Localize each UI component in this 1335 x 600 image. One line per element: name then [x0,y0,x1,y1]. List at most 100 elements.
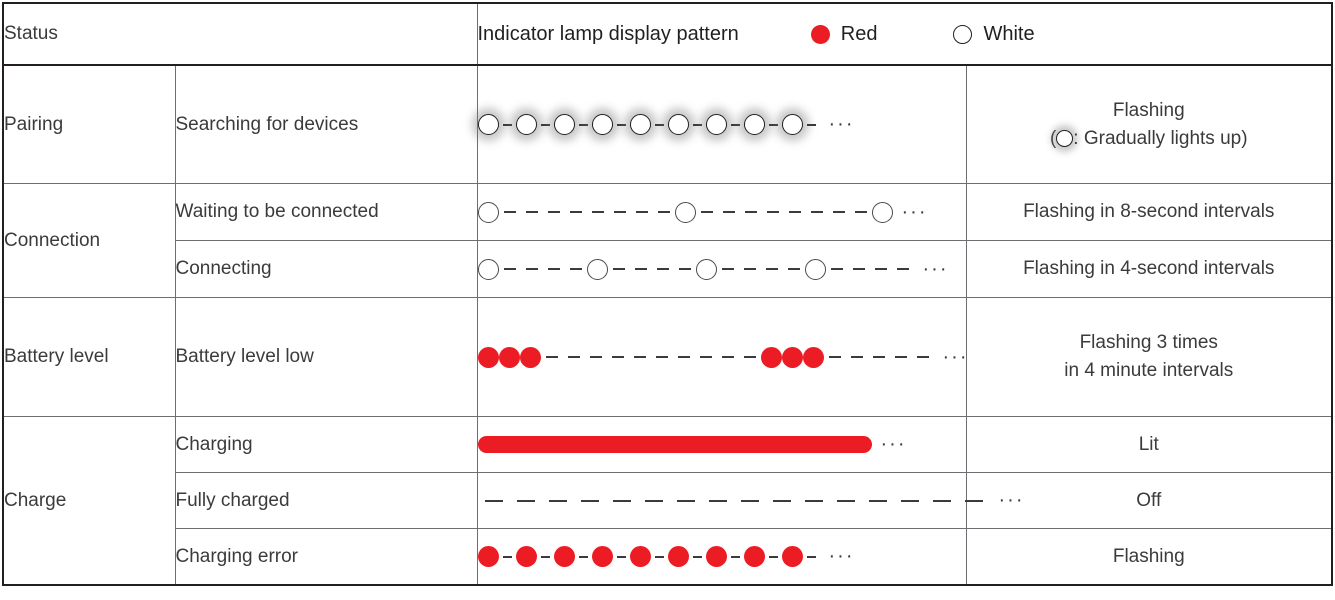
row-detail-charging-error: Charging error [174,528,478,586]
lamp-red-icon [705,546,727,567]
lamp-white-glow-icon [743,114,765,135]
row-pattern-charging: ··· [476,416,967,473]
lamp-red-icon [553,546,575,567]
table-row: Battery level Battery level low [2,297,1333,417]
dash-run [826,268,914,270]
lamp-white-glow-icon [667,114,689,135]
lamp-red-icon [515,546,537,567]
lamp-white-glow-icon [591,114,613,135]
lamp-white-glow-icon [629,114,651,135]
row-pattern-battery-low: ··· [476,297,969,417]
lamp-red-icon [591,546,613,567]
legend-white: White [953,22,1035,46]
dash [806,123,816,126]
header-status-cell: Status [2,2,478,66]
pattern-glow-circles: ··· [477,66,966,183]
row-detail-waiting: Waiting to be connected [174,183,478,241]
dash [616,123,626,126]
table-header-row: Status Indicator lamp display pattern Re… [2,2,1333,66]
row-detail-charging: Charging [174,416,478,473]
dash [768,123,778,126]
pattern-ellipsis: ··· [998,489,1025,511]
dash-run [608,268,696,270]
legend-red-label: Red [840,22,878,45]
white-circle-icon [953,24,973,44]
lamp-red-icon [667,546,689,567]
lamp-red-icon [477,546,499,567]
row-description-waiting: Flashing in 8-second intervals [965,183,1333,241]
dash [502,123,512,126]
dash [654,123,664,126]
lamp-white-icon [871,201,893,223]
dash [692,123,702,126]
pattern-red-bursts: ··· [477,298,969,416]
lamp-white-glow-icon [477,114,499,135]
lamp-red-icon [781,346,803,368]
pattern-dashed-line: ··· [478,473,1022,528]
row-pattern-connecting: ··· [476,240,967,298]
dash-run [824,356,934,358]
pattern-circles-4s: ··· [477,241,966,297]
pattern-red-dots: ··· [477,529,966,584]
row-status-pairing: Pairing [2,64,176,184]
header-pattern-label: Indicator lamp display pattern [477,22,739,45]
lamp-red-icon [498,346,520,368]
table-row: Charge Charging ··· Lit [2,416,1333,586]
lamp-white-icon [477,201,499,223]
pattern-ellipsis: ··· [901,200,928,223]
dash-run [541,356,761,358]
dash-run [696,211,872,213]
lamp-white-glow-icon [705,114,727,135]
description-line-2: (: Gradually lights up) [967,125,1332,153]
pattern-ellipsis: ··· [828,113,855,135]
row-description-charging: Lit [965,416,1333,473]
pattern-ellipsis: ··· [942,345,969,368]
dash [540,123,550,126]
pattern-circles-8s: ··· [477,184,966,240]
dash-run [478,499,990,502]
row-status-battery: Battery level [2,297,176,417]
row-pattern-waiting: ··· [476,183,967,241]
red-circle-icon [810,24,830,44]
legend-red: Red [810,22,878,46]
lamp-white-glow-icon [781,114,803,135]
row-pattern-charging-error: ··· [476,528,967,586]
row-detail-fully-charged: Fully charged [174,472,478,529]
lamp-white-icon [477,258,499,280]
lamp-red-icon [629,546,651,567]
pattern-solid-bar: ··· [477,417,966,472]
row-description-charging-error: Flashing [965,528,1333,586]
lamp-red-icon [760,346,782,368]
description-line-1: Flashing [1112,99,1185,121]
lamp-solid-red-bar [477,436,872,453]
row-status-connection: Connection [2,183,176,298]
lamp-white-icon [695,258,717,280]
desc-line2-text: : Gradually lights up) [1073,127,1248,149]
lamp-white-icon [804,258,826,280]
row-description-battery: Flashing 3 times in 4 minute intervals [965,297,1333,417]
row-status-charge: Charge [2,416,176,586]
lamp-white-icon [586,258,608,280]
lamp-white-glow-icon [553,114,575,135]
table-row: Connecting [3,240,1333,298]
header-legend-cell: Indicator lamp display pattern Red White [476,2,1333,66]
row-detail-searching: Searching for devices [174,64,478,184]
legend-white-label: White [983,22,1035,45]
table-row: Fully charged ··· Off [3,472,1333,529]
dash-run [499,268,587,270]
dash [730,123,740,126]
lamp-red-icon [781,546,803,567]
table-row: Charging error ··· Flas [3,528,1333,586]
description-line-1: Flashing 3 times [1079,332,1218,354]
dash [578,123,588,126]
lamp-red-icon [477,346,499,368]
white-glow-circle-icon [1056,129,1074,147]
row-pattern-fully-charged: ··· [476,472,1022,529]
pattern-ellipsis: ··· [880,433,907,455]
table-row: Connection Waiting to be connected [2,183,1333,298]
lamp-red-icon [802,346,824,368]
table-row: Pairing Searching for devices ··· [2,64,1333,184]
row-description-connecting: Flashing in 4-second intervals [965,240,1333,298]
row-detail-connecting: Connecting [174,240,478,298]
description-line-2: in 4 minute intervals [1064,360,1234,381]
